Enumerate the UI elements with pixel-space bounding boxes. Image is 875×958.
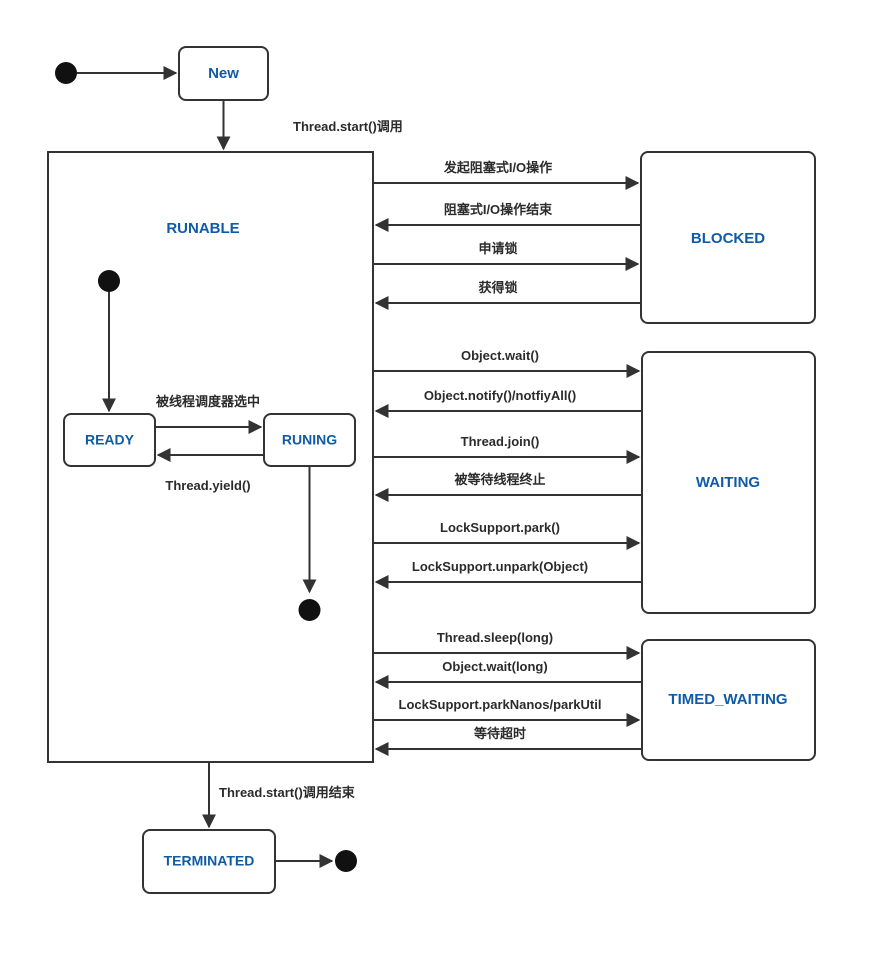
edge-label-waiting-2: Thread.join() [461,434,540,449]
edge-label-waiting-5: LockSupport.unpark(Object) [412,559,588,574]
edge-label-new-to-runable: Thread.start()调用 [293,119,403,134]
edge-label-blocked-2: 申请锁 [478,241,517,256]
state-terminated-label: TERMINATED [164,853,255,869]
edge-label-timed-1: Object.wait(long) [442,659,547,674]
state-new-label: New [208,65,239,82]
edge-label-blocked-3: 获得锁 [478,280,517,295]
state-ready-label: READY [85,432,135,448]
edge-label-waiting-3: 被等待线程终止 [453,472,545,487]
edge-label-blocked-0: 发起阻塞式I/O操作 [443,160,552,175]
runable-final-dot [298,599,321,621]
state-ready-box[interactable] [63,413,156,467]
edge-label-blocked-1: 阻塞式I/O操作结束 [444,202,553,217]
state-blocked-box[interactable] [640,151,816,324]
edge-label-waiting-4: LockSupport.park() [440,520,560,535]
state-runable-label: RUNABLE [166,220,239,237]
initial-state-dot [55,62,77,84]
state-waiting-box[interactable] [641,351,816,614]
edge-label-timed-0: Thread.sleep(long) [437,630,553,645]
state-waiting-label: WAITING [696,474,760,491]
state-timed-waiting-box[interactable] [641,639,816,761]
edge-label-timed-3: 等待超时 [473,726,526,741]
edge-label-waiting-0: Object.wait() [461,348,539,363]
state-runing-label: RUNING [282,432,337,448]
edge-label-runing-to-ready: Thread.yield() [165,478,250,493]
final-state-dot [335,850,357,872]
edge-label-waiting-1: Object.notify()/notfiyAll() [424,388,576,403]
edge-label-runable-to-terminated: Thread.start()调用结束 [219,785,356,800]
edge-label-timed-2: LockSupport.parkNanos/parkUtil [399,697,602,712]
edge-label-ready-to-runing: 被线程调度器选中 [155,394,260,409]
runable-initial-dot [98,270,120,292]
state-blocked-label: BLOCKED [691,230,765,247]
state-timed-waiting-label: TIMED_WAITING [668,691,787,708]
